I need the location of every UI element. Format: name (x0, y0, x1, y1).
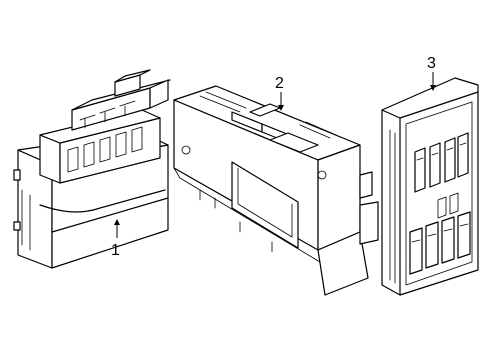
callout-1-label: 1 (111, 242, 120, 259)
callout-2-label: 2 (275, 75, 284, 92)
callout-2: 2 (275, 75, 284, 111)
part-1-module (13, 69, 171, 269)
callout-3-label: 3 (427, 55, 436, 72)
part-2-module (173, 85, 379, 296)
part-3-panel (381, 77, 479, 296)
callout-3: 3 (427, 55, 436, 91)
callout-1: 1 (111, 219, 120, 259)
